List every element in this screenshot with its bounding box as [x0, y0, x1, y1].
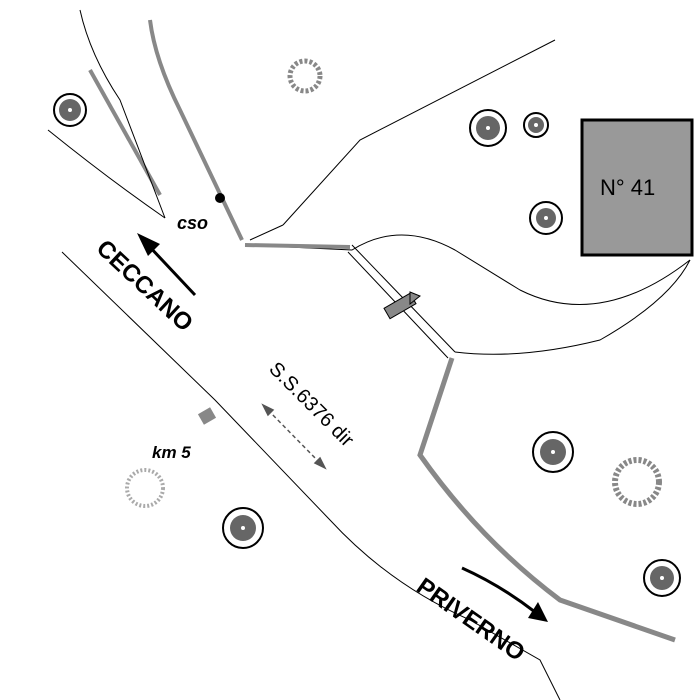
building-label: N° 41: [600, 175, 655, 200]
right-road-upper-edge: [454, 259, 691, 355]
building-icon: [580, 118, 694, 257]
arrow-icon-road: [261, 403, 327, 470]
left-road: [47, 9, 166, 219]
central-road-join: [244, 243, 351, 249]
arrow-icon-ceccano: [137, 233, 197, 297]
central-road-inner: [249, 224, 284, 241]
direction-east-label: PRIVERNO: [412, 573, 530, 667]
km-marker-icon: [197, 407, 217, 425]
central-road: [148, 19, 556, 249]
km-label: km 5: [152, 443, 191, 462]
left-road-outer-edge: [47, 129, 166, 219]
shrubs: [125, 58, 662, 508]
arrow-icon-priverno: [461, 566, 548, 622]
left-road-thin-edge: [79, 9, 166, 219]
shrub-icon: [612, 457, 662, 507]
main-road-south-edge: [61, 251, 561, 700]
central-road-outer: [282, 39, 556, 226]
shrub-icon: [125, 468, 165, 508]
shrub-icon: [287, 58, 323, 94]
tree-icon: [222, 507, 264, 549]
direction-west-label: CECCANO: [91, 235, 198, 338]
tree-icon: [643, 559, 681, 597]
point-label: cso: [177, 213, 208, 233]
tree-icon: [532, 431, 574, 473]
main-road-north-edge: [244, 234, 691, 306]
tree-icon: [523, 112, 549, 138]
main-road: [61, 234, 691, 700]
arrow-icon-bridge: [383, 291, 421, 320]
road-name-label: S.S.6376 dir: [264, 358, 358, 452]
trees: [53, 93, 681, 597]
tree-icon: [469, 109, 507, 147]
point-marker: [215, 193, 225, 203]
tree-icon: [529, 201, 563, 235]
right-road: [417, 259, 691, 643]
tree-icon: [53, 93, 87, 127]
central-road-grey-edge: [148, 19, 244, 241]
right-road-grey-edge: [417, 357, 676, 643]
